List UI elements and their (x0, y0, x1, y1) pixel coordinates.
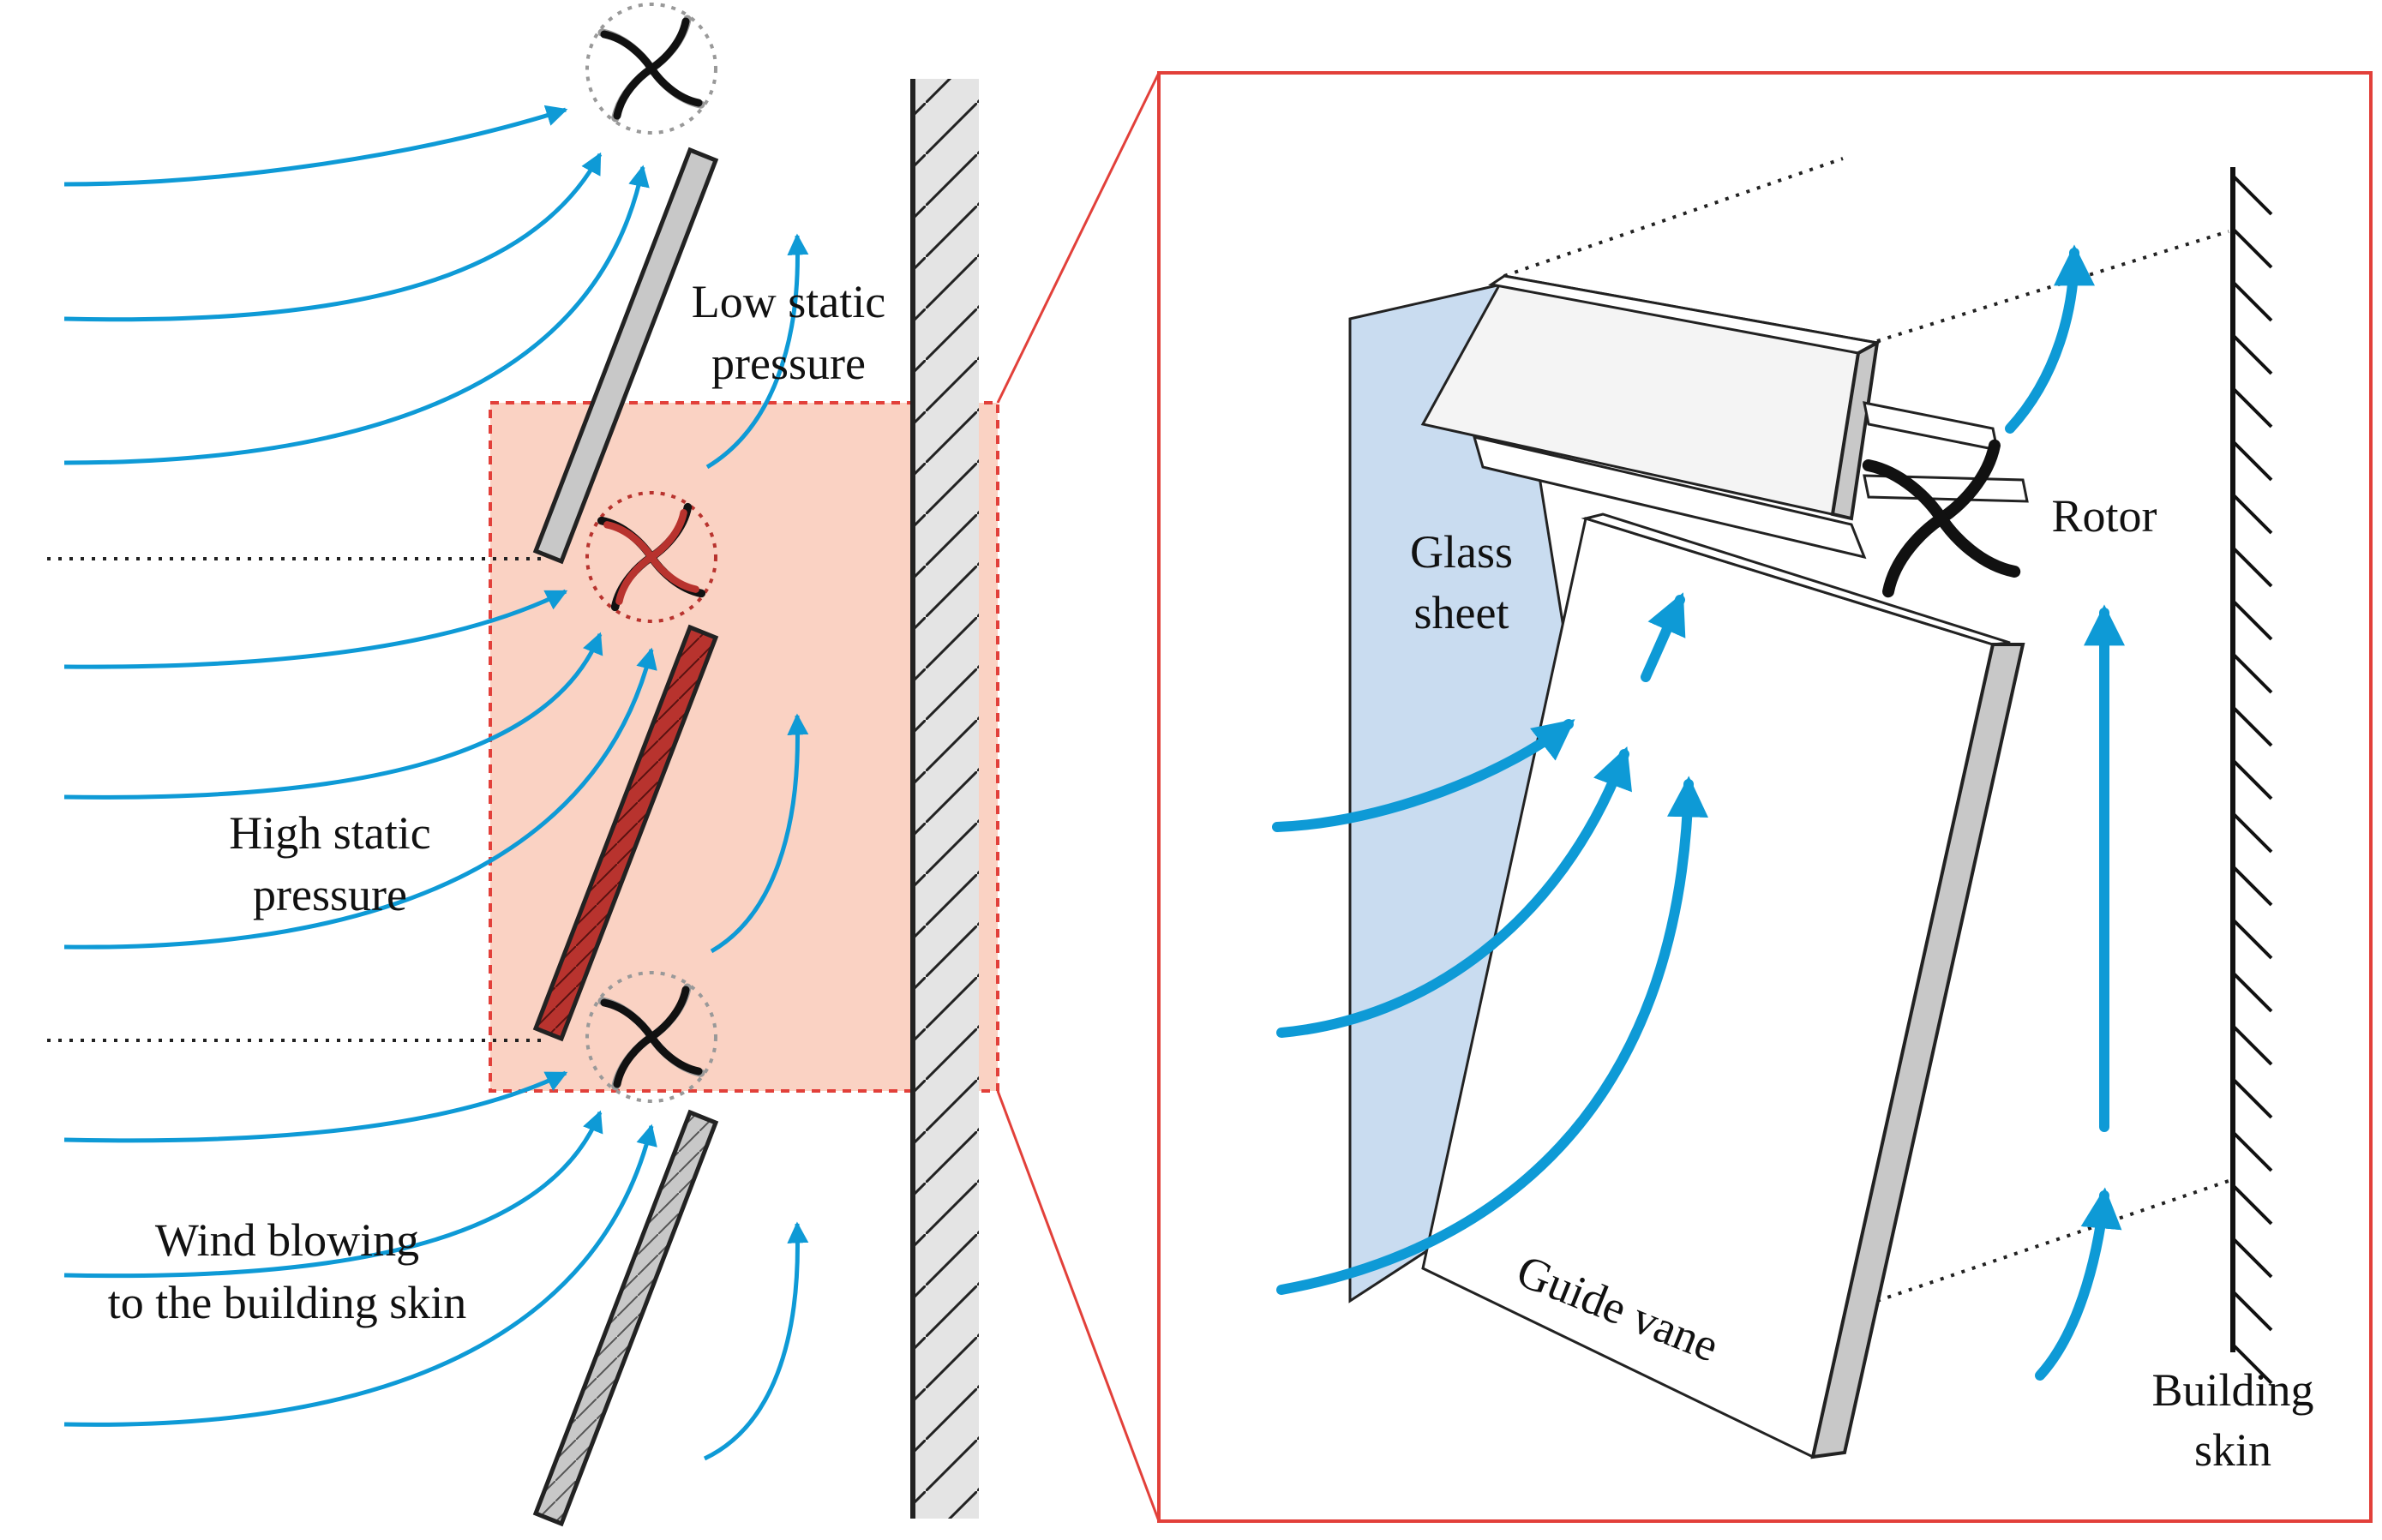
rotor-label: Rotor (2051, 490, 2157, 542)
arrow-icon (705, 233, 809, 470)
wind-label: to the building skin (108, 1277, 467, 1328)
glass-sheet-label: sheet (1414, 587, 1509, 638)
arrow-icon (1272, 719, 1575, 832)
building-skin-label: Building (2151, 1364, 2313, 1416)
arrow-icon (703, 1221, 809, 1461)
wall-hatch-tick (2231, 1077, 2273, 1119)
arrow-icon (1641, 592, 1686, 682)
wall-hatch-tick (2231, 280, 2273, 322)
wind-label: Wind blowing (155, 1214, 419, 1266)
zoom-connector-bottom (996, 1090, 1161, 1522)
hatched-wall-icon (913, 79, 979, 1519)
wall-hatch-tick (2231, 333, 2273, 375)
wall-hatch-tick (2231, 227, 2273, 269)
low-pressure-label: Low static (692, 276, 885, 327)
wall-hatch-tick (2231, 1343, 2273, 1385)
wall-hatch-tick (2231, 386, 2273, 428)
arrow-icon (1276, 776, 1708, 1295)
arrow-icon (63, 632, 603, 800)
arrow-icon (63, 165, 650, 465)
upper-vane (1420, 274, 1881, 560)
wall-hatch-tick (2231, 812, 2273, 854)
low-pressure-label: pressure (711, 338, 866, 389)
building-skin (2230, 167, 2273, 1385)
arrow-icon (63, 647, 657, 950)
wall-hatch-tick (2231, 599, 2273, 641)
wall-hatch-tick (2231, 918, 2273, 960)
arrow-icon (2005, 244, 2095, 434)
arrow-icon (2035, 1187, 2122, 1381)
arrow-icon (63, 1124, 657, 1427)
airflow-left (63, 105, 809, 1461)
arrow-icon (63, 1110, 603, 1279)
rotor-shaft (1863, 474, 2029, 503)
arrow-icon (1276, 746, 1632, 1038)
high-pressure-label: High static (229, 807, 430, 859)
wall-hatch-tick (2231, 652, 2273, 694)
wall-hatch-tick (2231, 1237, 2273, 1279)
arrow-icon (710, 713, 809, 954)
wall-hatch-tick (2231, 865, 2273, 907)
building-skin-label: skin (2194, 1424, 2271, 1476)
wall-hatch-tick (2231, 1290, 2273, 1332)
wall-hatch-tick (2231, 758, 2273, 800)
glass-sheet-label: Glass (1410, 526, 1513, 578)
arrow-icon (63, 105, 568, 187)
wall-hatch-tick (2231, 1183, 2273, 1225)
zoom-connector-top (996, 72, 1161, 404)
wall-hatch-tick (2231, 1024, 2273, 1066)
wall-hatch-tick (2231, 493, 2273, 535)
guide-vane-bottom (532, 1109, 719, 1527)
rotor-icon (585, 491, 717, 623)
rotor-icon (585, 971, 717, 1103)
perspective-lines (1503, 157, 2229, 1303)
guide-vane-active (532, 624, 719, 1042)
wall-hatch-tick (2231, 1130, 2273, 1172)
arrow-icon (63, 152, 603, 322)
wall-hatch-tick (2231, 971, 2273, 1013)
arrow-icon (63, 1070, 568, 1143)
arrow-icon (63, 589, 568, 669)
rotor-icon (585, 3, 717, 135)
airflow-right (1272, 244, 2125, 1381)
guide-vane-top (532, 147, 719, 565)
wall-hatch-tick (2231, 705, 2273, 747)
wall-hatch-tick (2231, 440, 2273, 482)
wall-hatch-tick (2231, 174, 2273, 216)
wall-hatch-tick (2231, 546, 2273, 588)
high-pressure-label: pressure (253, 869, 407, 920)
